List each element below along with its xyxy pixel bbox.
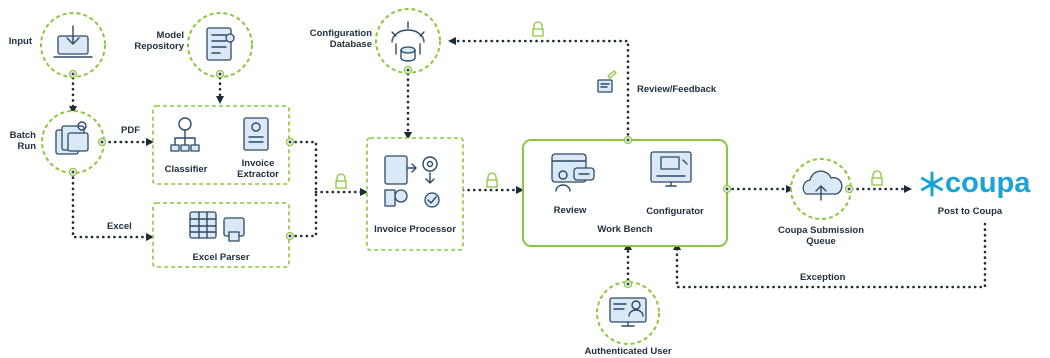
- exception-label: Exception: [800, 272, 846, 283]
- edge-excel: [71, 170, 154, 241]
- edge-review-feedback: [448, 37, 630, 142]
- review-chat-icon: [551, 153, 595, 192]
- review-feedback-label: Review/Feedback: [637, 84, 717, 95]
- coupa-submission-queue-node: [790, 158, 854, 220]
- connectors: [69, 37, 987, 289]
- cloud-upload-icon: [802, 170, 843, 201]
- invoice-gear-icon: [384, 155, 440, 208]
- coupa-snowflake-icon: [921, 171, 943, 197]
- lock-icons: [335, 21, 883, 189]
- authenticated-user-node: [596, 279, 660, 345]
- document-stack-icon: [206, 27, 235, 61]
- configurator-label: Configurator: [646, 206, 704, 217]
- work-bench-box: [522, 135, 732, 247]
- edge-exception: [673, 222, 987, 289]
- configurator-monitor-icon: [650, 151, 692, 187]
- excel-parser-box: [152, 202, 295, 268]
- classifier-extractor-box: [152, 105, 295, 185]
- pdf-edge-label: PDF: [121, 125, 140, 136]
- spreadsheet-icon: [189, 211, 245, 242]
- invoice-extractor-label: Invoice Extractor: [237, 158, 279, 180]
- classifier-label: Classifier: [164, 164, 208, 175]
- input-node: [40, 12, 106, 79]
- classifier-icon: [170, 117, 200, 152]
- input-label: Input: [8, 36, 32, 47]
- feedback-note-icon: [597, 70, 617, 93]
- lock-icon: [486, 172, 498, 188]
- coupa-submission-queue-label: Coupa Submission Queue: [777, 225, 865, 247]
- invoice-processor-label: Invoice Processor: [374, 224, 456, 235]
- database-gear-icon: [391, 21, 425, 62]
- excel-parser-label: Excel Parser: [192, 252, 250, 263]
- review-label: Review: [553, 205, 587, 216]
- batch-run-label: Batch Run: [9, 130, 36, 152]
- configuration-database-label: Configuration Database: [309, 28, 372, 50]
- coupa-logo: [921, 171, 943, 197]
- authenticated-user-label: Authenticated User: [584, 346, 672, 357]
- lock-icon: [335, 173, 347, 189]
- user-monitor-icon: [609, 297, 647, 327]
- excel-edge-label: Excel: [107, 221, 132, 232]
- invoice-processor-box: [366, 137, 464, 251]
- coupa-logo-text: coupa: [945, 167, 1031, 199]
- invoice-document-icon: [243, 117, 269, 151]
- post-to-coupa-label: Post to Coupa: [937, 206, 1003, 217]
- edge-classifier-to-processor: [288, 140, 318, 194]
- model-repository-node: [187, 12, 253, 79]
- batch-run-node: [41, 110, 107, 177]
- lock-icon: [871, 170, 883, 186]
- download-laptop-icon: [53, 25, 93, 58]
- work-bench-label: Work Bench: [597, 224, 653, 235]
- batch-files-icon: [55, 121, 89, 155]
- model-repository-label: Model Repository: [134, 30, 184, 52]
- edge-excel-to-processor: [288, 190, 318, 238]
- configuration-database-node: [375, 8, 441, 75]
- lock-icon: [532, 21, 544, 37]
